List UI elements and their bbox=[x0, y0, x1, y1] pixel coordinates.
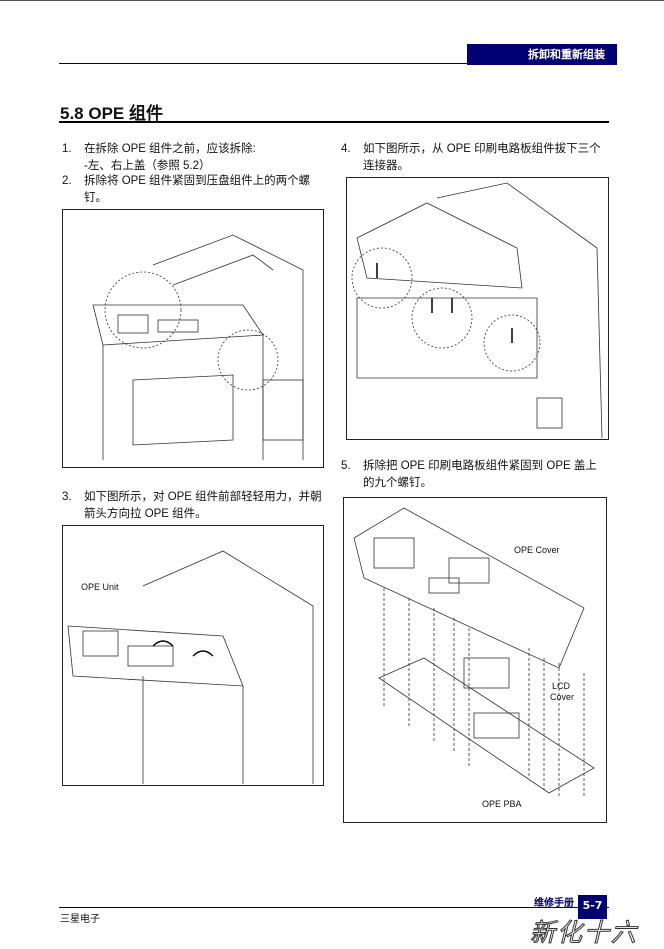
footer-company: 三星电子 bbox=[60, 914, 100, 925]
step-text: 箭头方向拉 OPE 组件。 bbox=[84, 508, 207, 520]
footer-rule bbox=[59, 907, 609, 908]
step-3: 3. 如下图所示，对 OPE 组件前部轻轻用力，并朝 箭头方向拉 OPE 组件。 bbox=[62, 489, 332, 523]
figure-ope-unit: OPE Unit bbox=[62, 525, 324, 786]
step-text: 拆除把 OPE 印刷电路板组件紧固到 OPE 盖上 bbox=[363, 460, 597, 472]
title-rule bbox=[59, 121, 609, 123]
step-number: 4. bbox=[341, 143, 351, 155]
step-5: 5. 拆除把 OPE 印刷电路板组件紧固到 OPE 盖上 的九个螺钉。 bbox=[341, 458, 621, 492]
step-text: 钉。 bbox=[84, 192, 107, 204]
label-lcd: LCD bbox=[552, 681, 571, 691]
step-text: 如下图所示，对 OPE 组件前部轻轻用力，并朝 bbox=[84, 491, 322, 503]
figure-ope-screws bbox=[62, 209, 324, 468]
step-number: 3. bbox=[62, 491, 72, 503]
step-text: 拆除将 OPE 组件紧固到压盘组件上的两个螺 bbox=[84, 175, 311, 187]
label-lcd-cover: Cover bbox=[550, 692, 575, 702]
step-number: 5. bbox=[341, 460, 351, 472]
step-number: 1. bbox=[62, 143, 72, 155]
step-text: 连接器。 bbox=[363, 160, 409, 172]
step-text: 如下图所示，从 OPE 印刷电路板组件拔下三个 bbox=[363, 143, 601, 155]
header-section-tab: 拆卸和重新组装 bbox=[467, 44, 617, 65]
figure-ope-exploded: OPE Cover LCD Cover OPE PBA bbox=[343, 497, 607, 823]
label-ope-cover: OPE Cover bbox=[514, 545, 560, 555]
step-4: 4. 如下图所示，从 OPE 印刷电路板组件拔下三个 连接器。 bbox=[341, 141, 621, 175]
label-ope-pba: OPE PBA bbox=[482, 799, 522, 809]
header-rule bbox=[59, 63, 467, 64]
step-number: 2. bbox=[62, 175, 72, 187]
step-2: 2. 拆除将 OPE 组件紧固到压盘组件上的两个螺 钉。 bbox=[62, 173, 332, 207]
page-title: 5.8 OPE 组件 bbox=[60, 104, 163, 123]
step-text: 在拆除 OPE 组件之前，应该拆除: bbox=[84, 143, 256, 155]
step-text: -左、右上盖（参照 5.2） bbox=[84, 160, 211, 172]
label-ope-unit: OPE Unit bbox=[81, 582, 119, 592]
watermark: 新化十六胞 bbox=[530, 918, 639, 948]
page-number: 5-7 bbox=[578, 895, 607, 919]
step-1: 1. 在拆除 OPE 组件之前，应该拆除: -左、右上盖（参照 5.2） bbox=[62, 141, 322, 175]
footer-manual: 维修手册 bbox=[534, 898, 574, 909]
figure-connectors bbox=[346, 177, 609, 440]
step-text: 的九个螺钉。 bbox=[363, 477, 432, 489]
